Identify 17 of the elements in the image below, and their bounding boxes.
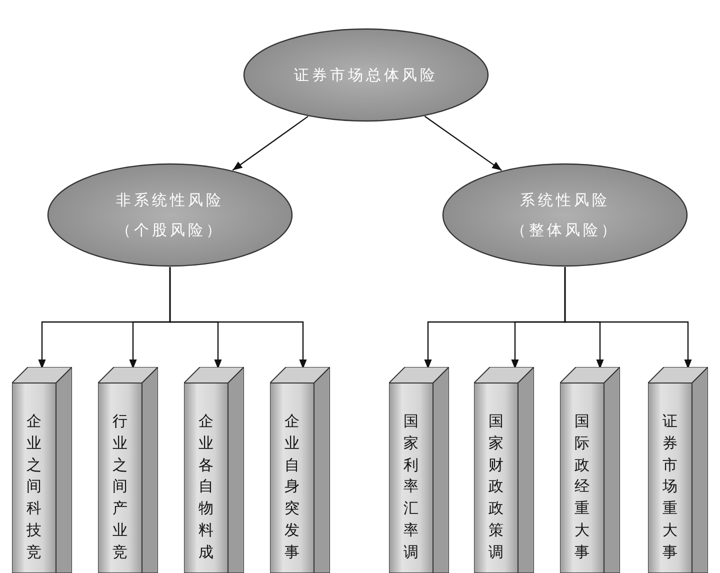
arrow: [232, 116, 308, 171]
subtitle-text: （个股风险）: [115, 221, 225, 240]
vertical-label: 企业之间科技竞: [26, 411, 42, 562]
vertical-label: 行业之间产业竞: [112, 411, 128, 562]
title-text: 证券市场总体风险: [293, 66, 439, 85]
arrow: [169, 267, 307, 369]
vertical-label: 企业各自物料成: [198, 411, 214, 562]
vertical-label: 企业自身突发事: [284, 411, 300, 562]
vertical-label: 国家利率汇率调: [404, 411, 418, 562]
arrow: [564, 267, 692, 369]
vertical-label: 国际政经重大事: [574, 411, 590, 562]
title-text: 系统性风险: [519, 191, 611, 210]
arrow: [424, 116, 502, 171]
title-text: 非系统性风险: [115, 191, 225, 210]
vertical-label: 国家财政政策调: [488, 411, 504, 562]
vertical-label: 证券市场重大事: [662, 411, 678, 562]
subtitle-text: （整体风险）: [510, 221, 620, 240]
